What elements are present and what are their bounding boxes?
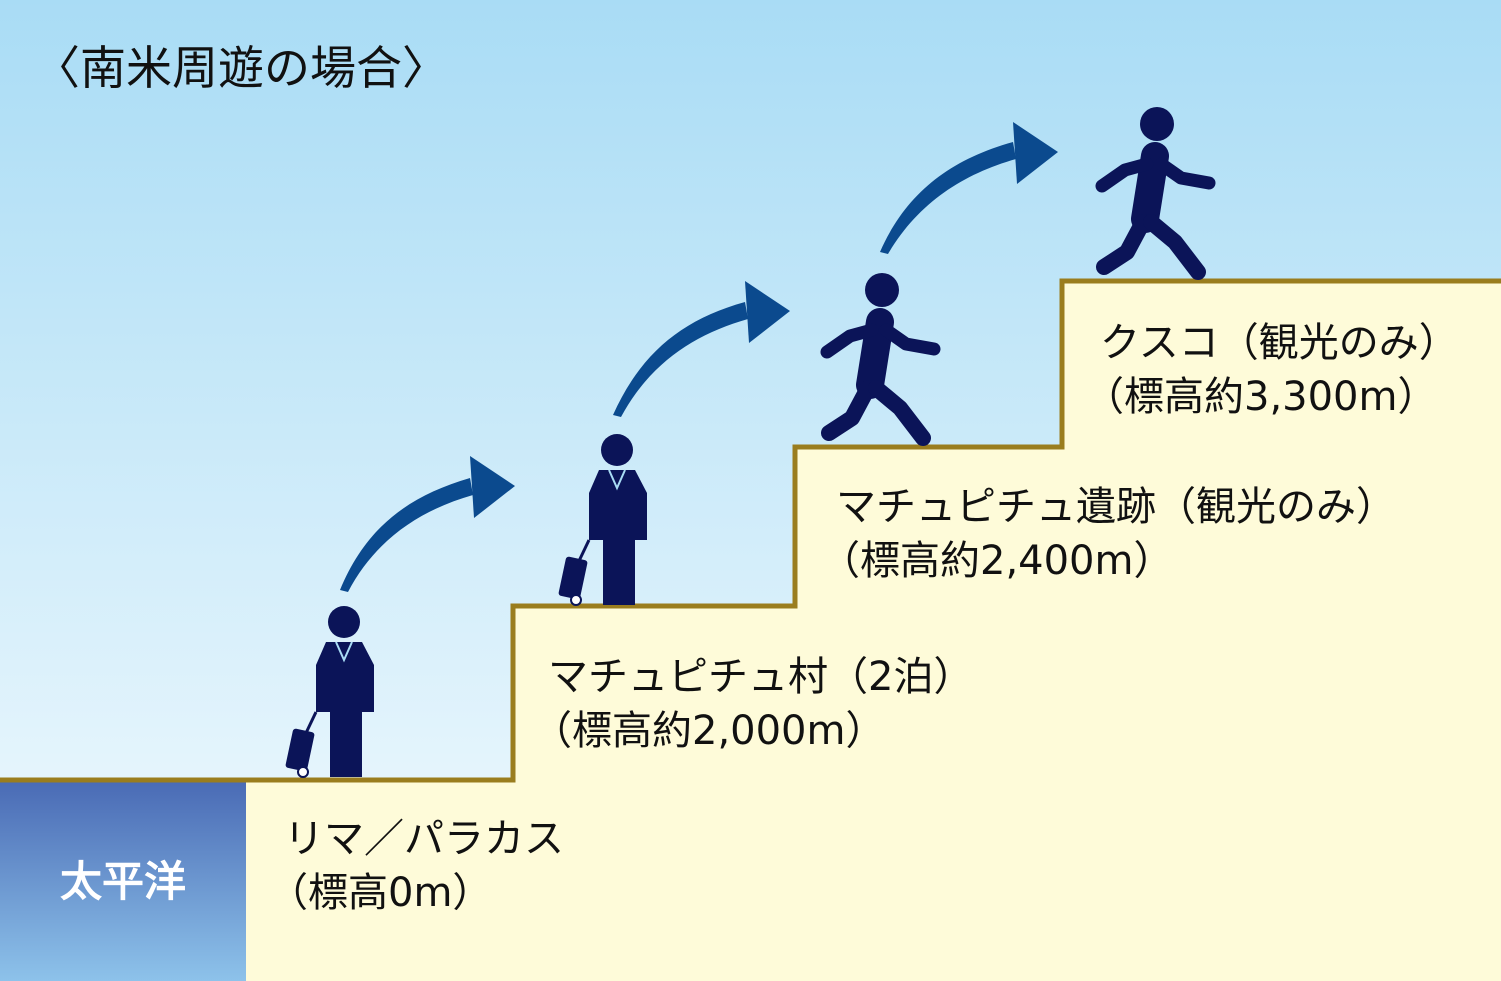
arrow-icon: [340, 456, 515, 592]
walking-person-icon: [820, 273, 941, 446]
step-1-name: リマ／パラカス: [284, 816, 564, 862]
stair-fill: [0, 281, 1501, 981]
diagram-title: 〈南米周遊の場合〉: [34, 41, 448, 95]
traveler-with-suitcase-icon: [558, 434, 647, 606]
traveler-with-suitcase-icon: [285, 606, 374, 778]
step-2-elevation: （標高約2,000m）: [532, 708, 886, 754]
walking-person-icon: [1095, 107, 1216, 280]
ocean-label: 太平洋: [59, 857, 186, 906]
arrow-icon: [613, 281, 790, 417]
step-4-name: クスコ（観光のみ）: [1100, 320, 1459, 366]
step-3-name: マチュピチュ遺跡（観光のみ）: [836, 484, 1396, 530]
stair-outline: [0, 278, 1501, 783]
ocean-block: [0, 782, 246, 981]
arrow-icon: [880, 122, 1058, 254]
step-4-elevation: （標高約3,300m）: [1084, 374, 1438, 420]
step-2-name: マチュピチュ村（2泊）: [548, 654, 974, 700]
step-1-elevation: （標高0m）: [268, 870, 493, 916]
step-3-elevation: （標高約2,400m）: [820, 538, 1174, 584]
